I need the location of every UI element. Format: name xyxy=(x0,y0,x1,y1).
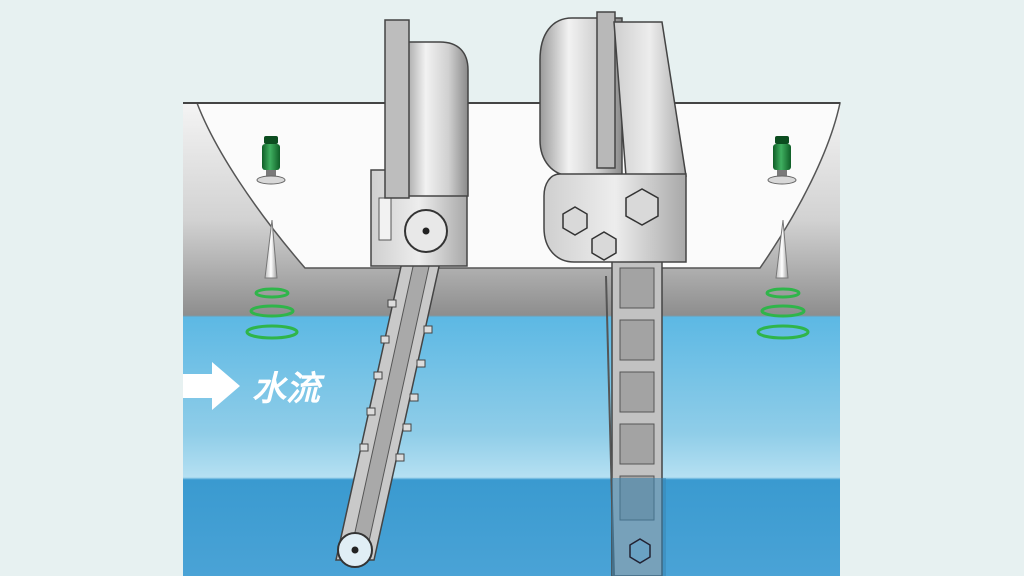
chain-drum-right xyxy=(613,21,687,177)
chain-mast xyxy=(596,11,616,169)
signal-rings xyxy=(756,287,810,340)
channel-deck xyxy=(195,102,841,269)
sensor-cone xyxy=(264,219,278,279)
flow-indicator: 水流 xyxy=(183,362,325,410)
inclined-rake-screen xyxy=(335,19,469,568)
water xyxy=(183,316,840,576)
sensor-cone xyxy=(775,219,789,279)
rake-teeth xyxy=(359,299,433,462)
ultrasonic-level-sensor-icon xyxy=(256,136,286,185)
signal-rings xyxy=(245,287,299,340)
vertical-chain-screen xyxy=(539,11,687,576)
hex-bolt-large xyxy=(625,188,659,226)
arrow-right-icon xyxy=(183,362,240,410)
ultrasonic-level-sensor-right xyxy=(756,136,810,340)
rake-drum xyxy=(402,41,469,197)
channel xyxy=(183,102,841,576)
hex-bolt-small xyxy=(562,206,588,236)
rake-mast xyxy=(384,19,410,199)
ultrasonic-level-sensor-icon xyxy=(767,136,797,185)
ultrasonic-level-sensor-left xyxy=(245,136,299,340)
hex-bolt-lower xyxy=(591,231,617,261)
rake-slot xyxy=(378,197,392,241)
flow-label: 水流 xyxy=(252,369,325,409)
submerged-hex-bolt xyxy=(629,538,651,564)
